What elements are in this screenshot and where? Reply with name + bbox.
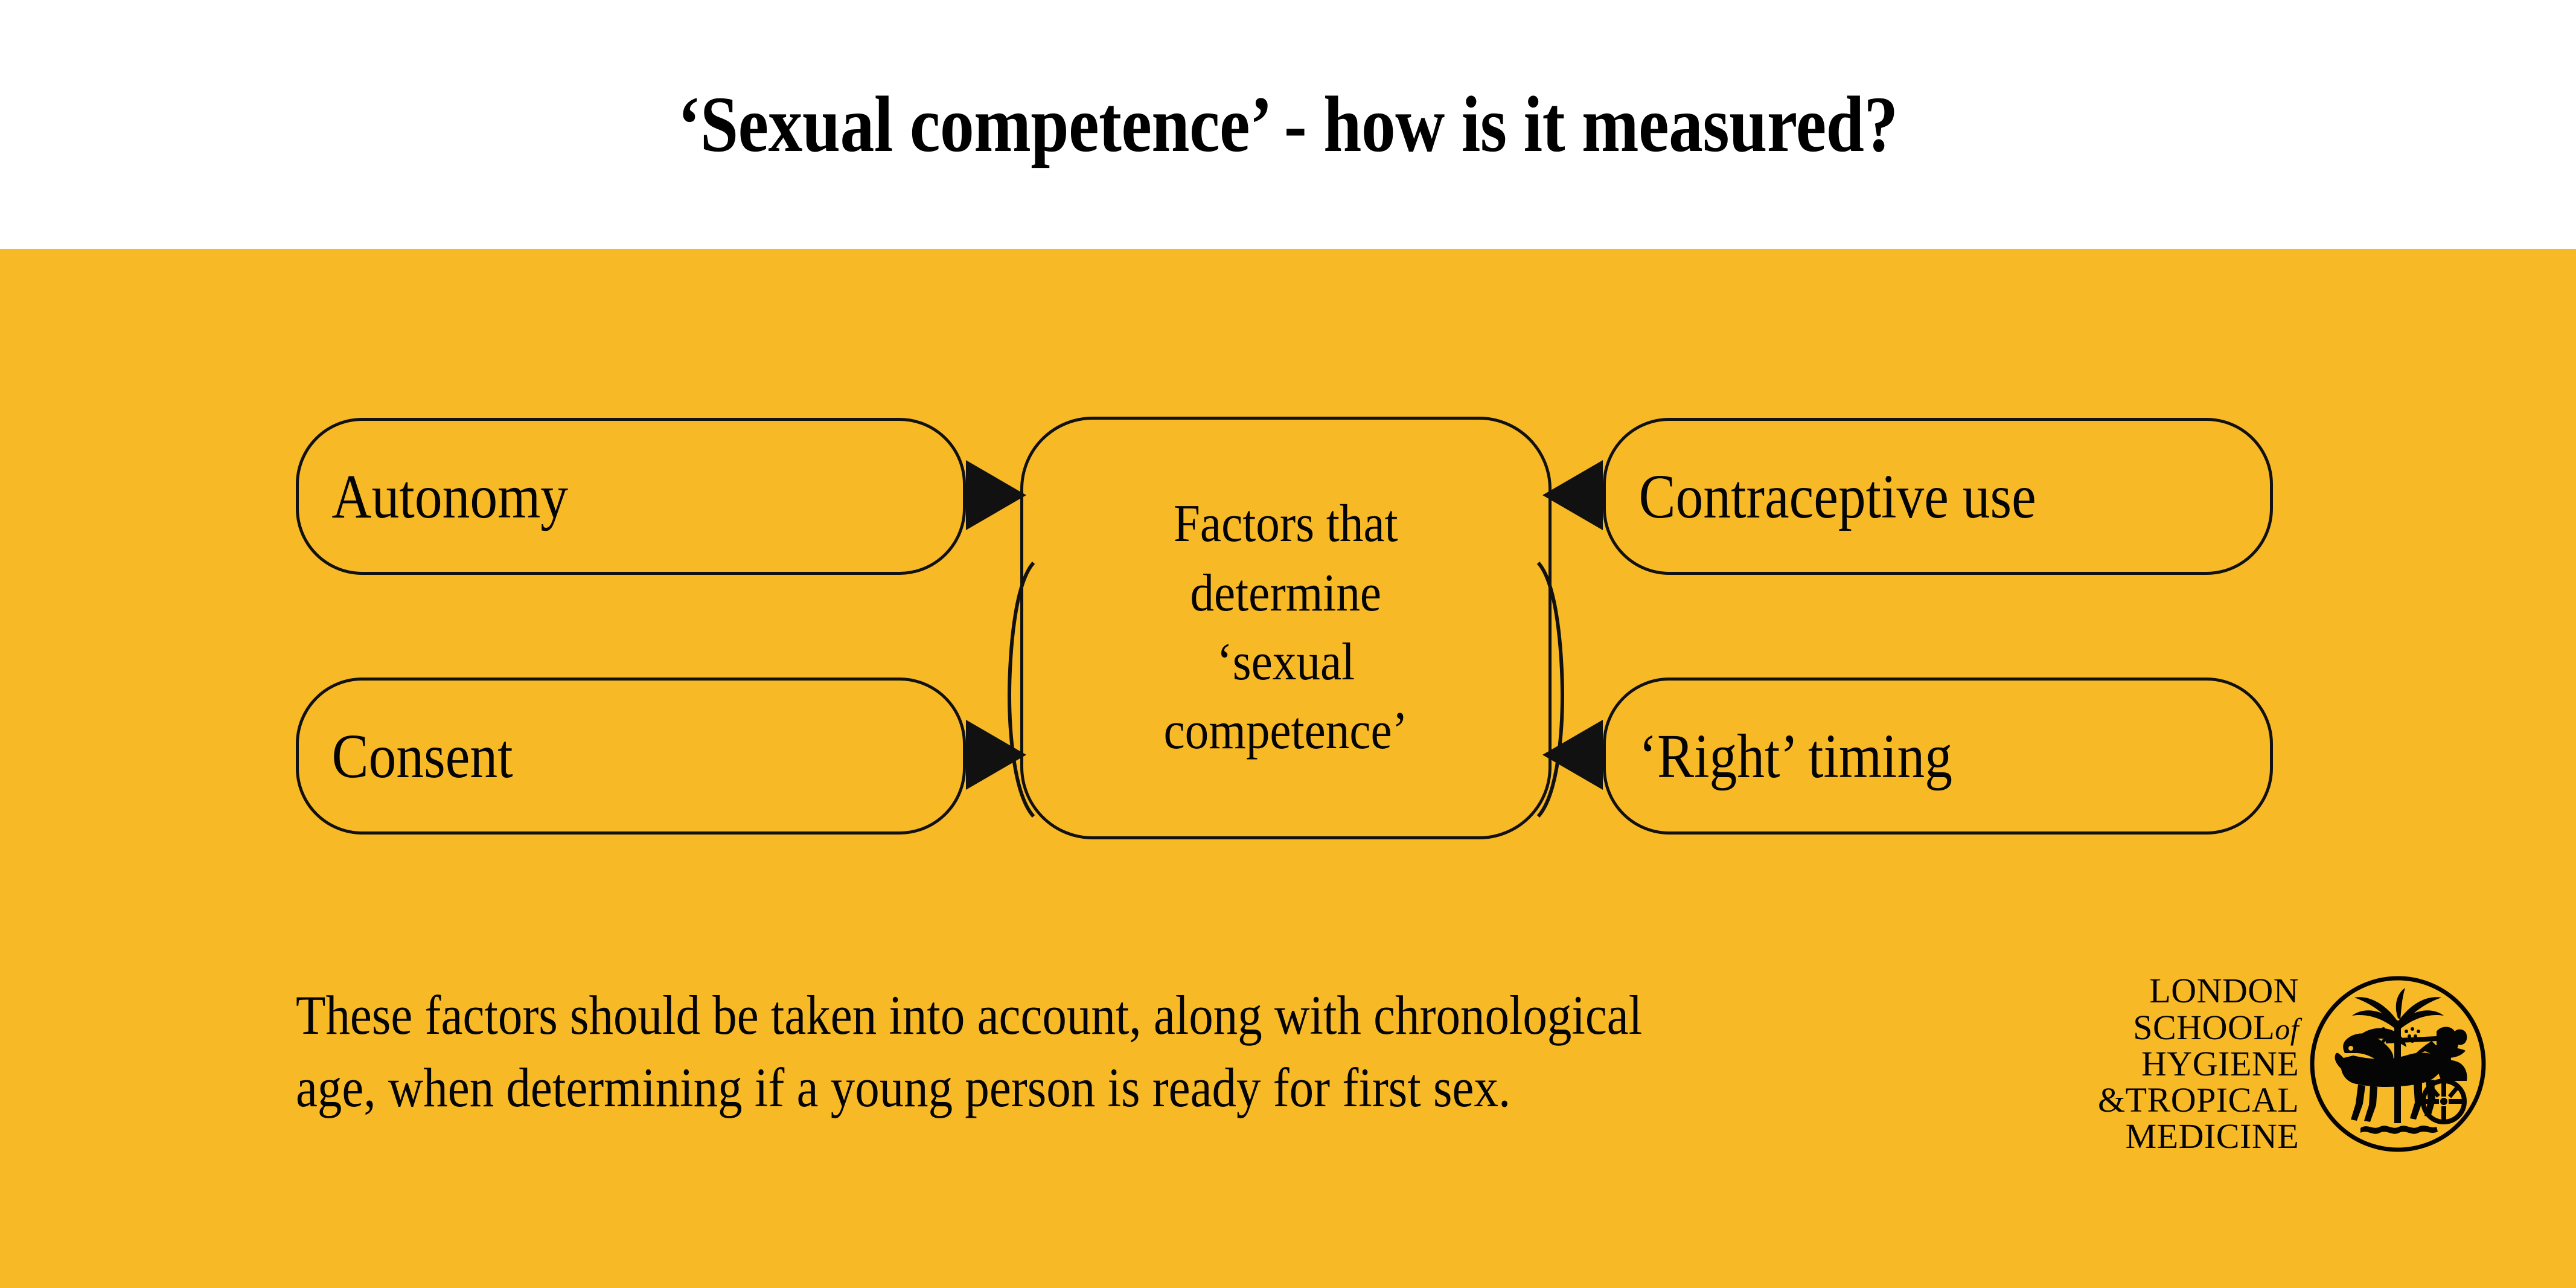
logo-line-tropical: &TROPICAL	[2098, 1080, 2300, 1120]
arrow-timing-to-centre	[1542, 720, 1603, 790]
node-right-timing-label: ‘Right’ timing	[1638, 721, 1953, 791]
caption-line-2: age, when determining if a young person …	[296, 1056, 1511, 1118]
centre-line-3: ‘sexual	[1216, 633, 1355, 691]
logo-line-medicine: MEDICINE	[2125, 1117, 2300, 1156]
caption-text: These factors should be taken into accou…	[296, 979, 1890, 1124]
node-consent-label: Consent	[331, 721, 513, 791]
chariot-horse-palm-crest-icon	[2310, 976, 2486, 1152]
arrow-contraceptive-to-centre	[1542, 460, 1603, 530]
lshtm-logo-wordmark: LONDON SCHOOLof HYGIENE &TROPICAL MEDICI…	[2098, 971, 2300, 1156]
logo-line-london: LONDON	[2149, 971, 2300, 1011]
caption-line-1: These factors should be taken into accou…	[296, 984, 1643, 1046]
node-autonomy-label: Autonomy	[331, 461, 569, 531]
logo-word-school: SCHOOL	[2133, 1007, 2275, 1047]
logo-word-of: of	[2275, 1011, 2300, 1046]
logo-line-hygiene: HYGIENE	[2141, 1043, 2300, 1083]
node-contraceptive-use-label: Contraceptive use	[1638, 461, 2036, 531]
centre-line-2: determine	[1190, 563, 1382, 623]
node-consent[interactable]: Consent	[296, 678, 966, 835]
logo-line-school-of: SCHOOLof	[2098, 1007, 2300, 1047]
lshtm-logo: LONDON SCHOOLof HYGIENE &TROPICAL MEDICI…	[2098, 971, 2508, 1156]
arrow-consent-to-centre	[966, 720, 1026, 790]
node-factors-centre-text: Factors that determine ‘sexual competenc…	[1164, 490, 1408, 766]
content-band: Autonomy Consent Factors that determine …	[0, 249, 2576, 1288]
centre-line-1: Factors that	[1174, 495, 1398, 554]
centre-line-4: competence’	[1163, 702, 1408, 761]
node-autonomy[interactable]: Autonomy	[296, 418, 966, 575]
page-title: ‘Sexual competence’ - how is it measured…	[677, 79, 1899, 168]
node-contraceptive-use[interactable]: Contraceptive use	[1603, 418, 2273, 575]
arrow-autonomy-to-centre	[966, 460, 1026, 530]
title-band: ‘Sexual competence’ - how is it measured…	[0, 0, 2576, 249]
node-factors-centre[interactable]: Factors that determine ‘sexual competenc…	[1020, 417, 1552, 839]
node-right-timing[interactable]: ‘Right’ timing	[1603, 678, 2273, 835]
